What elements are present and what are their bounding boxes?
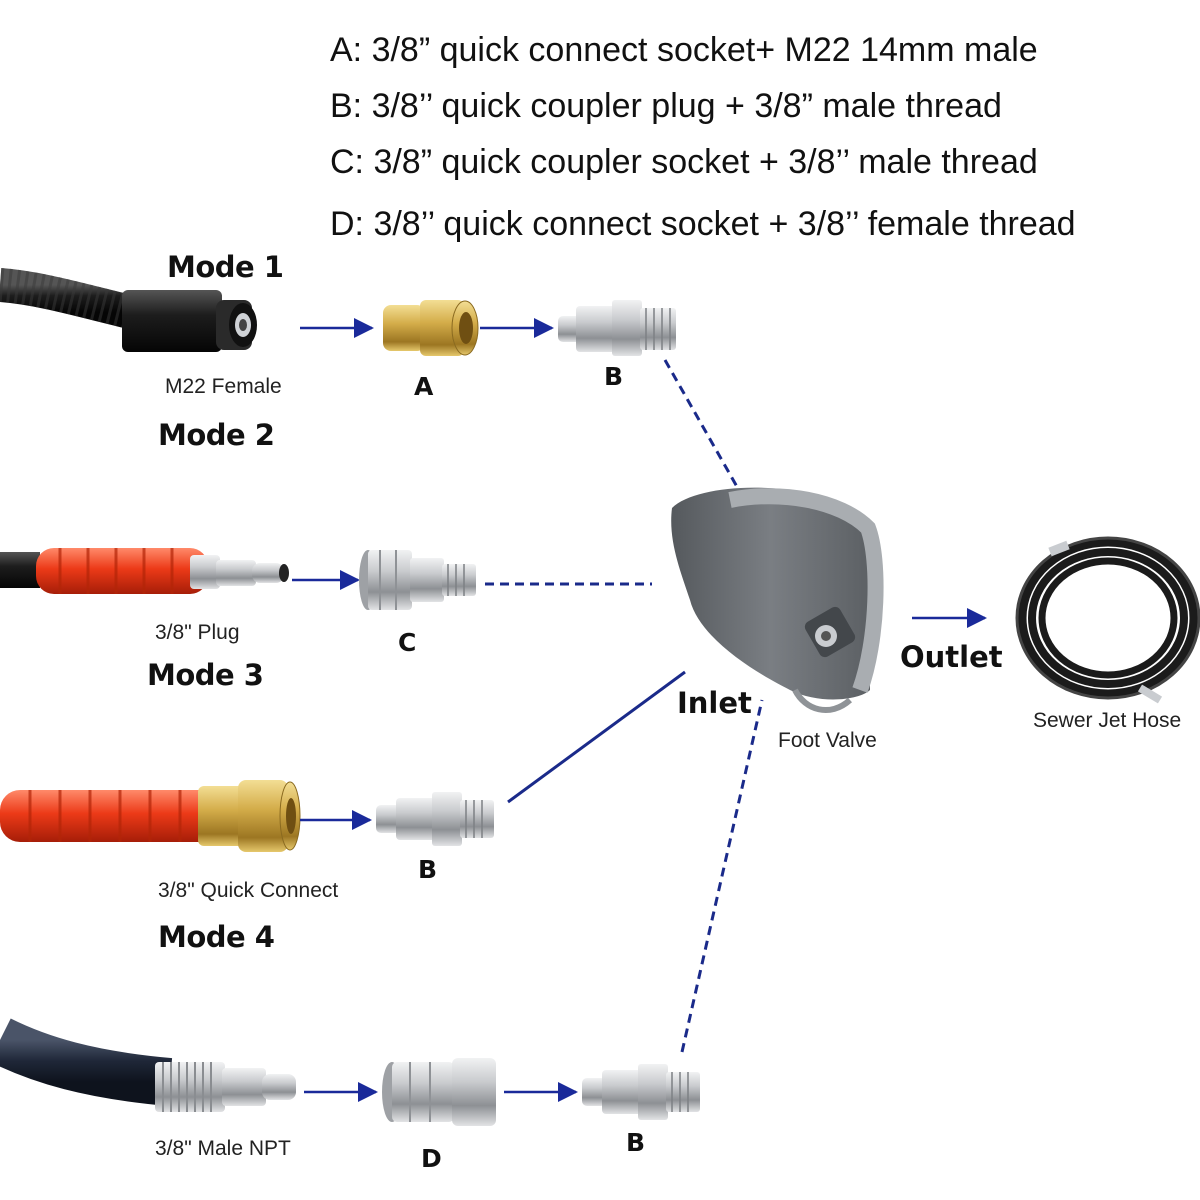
adapter-c xyxy=(359,550,476,610)
inlet-label: Inlet xyxy=(677,686,752,720)
mode1-title: Mode 1 xyxy=(167,250,284,284)
foot-valve-label: Foot Valve xyxy=(778,729,877,752)
dash-mode4-to-valve xyxy=(680,699,764,1053)
legend-a: A: 3/8” quick connect socket+ M22 14mm m… xyxy=(330,31,1038,69)
adapter-b-mode3 xyxy=(376,792,494,846)
mode1-label-a: A xyxy=(414,372,434,401)
legend-c: C: 3/8” quick coupler socket + 3/8’’ mal… xyxy=(330,143,1038,181)
dash-mode1-to-valve xyxy=(663,359,742,493)
sewer-jet-hose-label: Sewer Jet Hose xyxy=(1033,709,1182,732)
mode4-label-b: B xyxy=(626,1128,646,1157)
mode4-hose xyxy=(0,1018,296,1112)
mode3-caption: 3/8" Quick Connect xyxy=(158,879,339,902)
part-legend: A: 3/8” quick connect socket+ M22 14mm m… xyxy=(330,22,1076,252)
outlet-label: Outlet xyxy=(900,640,1003,674)
mode3-title: Mode 3 xyxy=(147,658,264,692)
mode3-label-b: B xyxy=(418,855,438,884)
mode1-hose xyxy=(0,268,257,352)
mode1-caption: M22 Female xyxy=(165,375,282,398)
adapter-b-mode1 xyxy=(558,300,676,356)
mode4-title: Mode 4 xyxy=(158,920,275,954)
line-mode3-to-valve xyxy=(507,670,686,804)
mode4-caption: 3/8" Male NPT xyxy=(155,1137,291,1160)
mode2-hose xyxy=(0,548,289,594)
mode2-caption: 3/8" Plug xyxy=(155,621,240,644)
sewer-jet-hose-coil xyxy=(1015,536,1200,704)
foot-valve xyxy=(671,487,884,713)
adapter-b-mode4 xyxy=(582,1064,700,1120)
mode1-label-b: B xyxy=(604,362,624,391)
mode2-title: Mode 2 xyxy=(158,418,275,452)
mode3-hose xyxy=(0,780,301,852)
mode2-label-c: C xyxy=(398,628,417,657)
mode4-label-d: D xyxy=(421,1144,442,1173)
legend-b: B: 3/8’’ quick coupler plug + 3/8” male … xyxy=(330,87,1002,125)
adapter-d xyxy=(382,1058,496,1126)
legend-d: D: 3/8’’ quick connect socket + 3/8’’ fe… xyxy=(330,205,1076,243)
adapter-a-brass xyxy=(383,300,479,356)
